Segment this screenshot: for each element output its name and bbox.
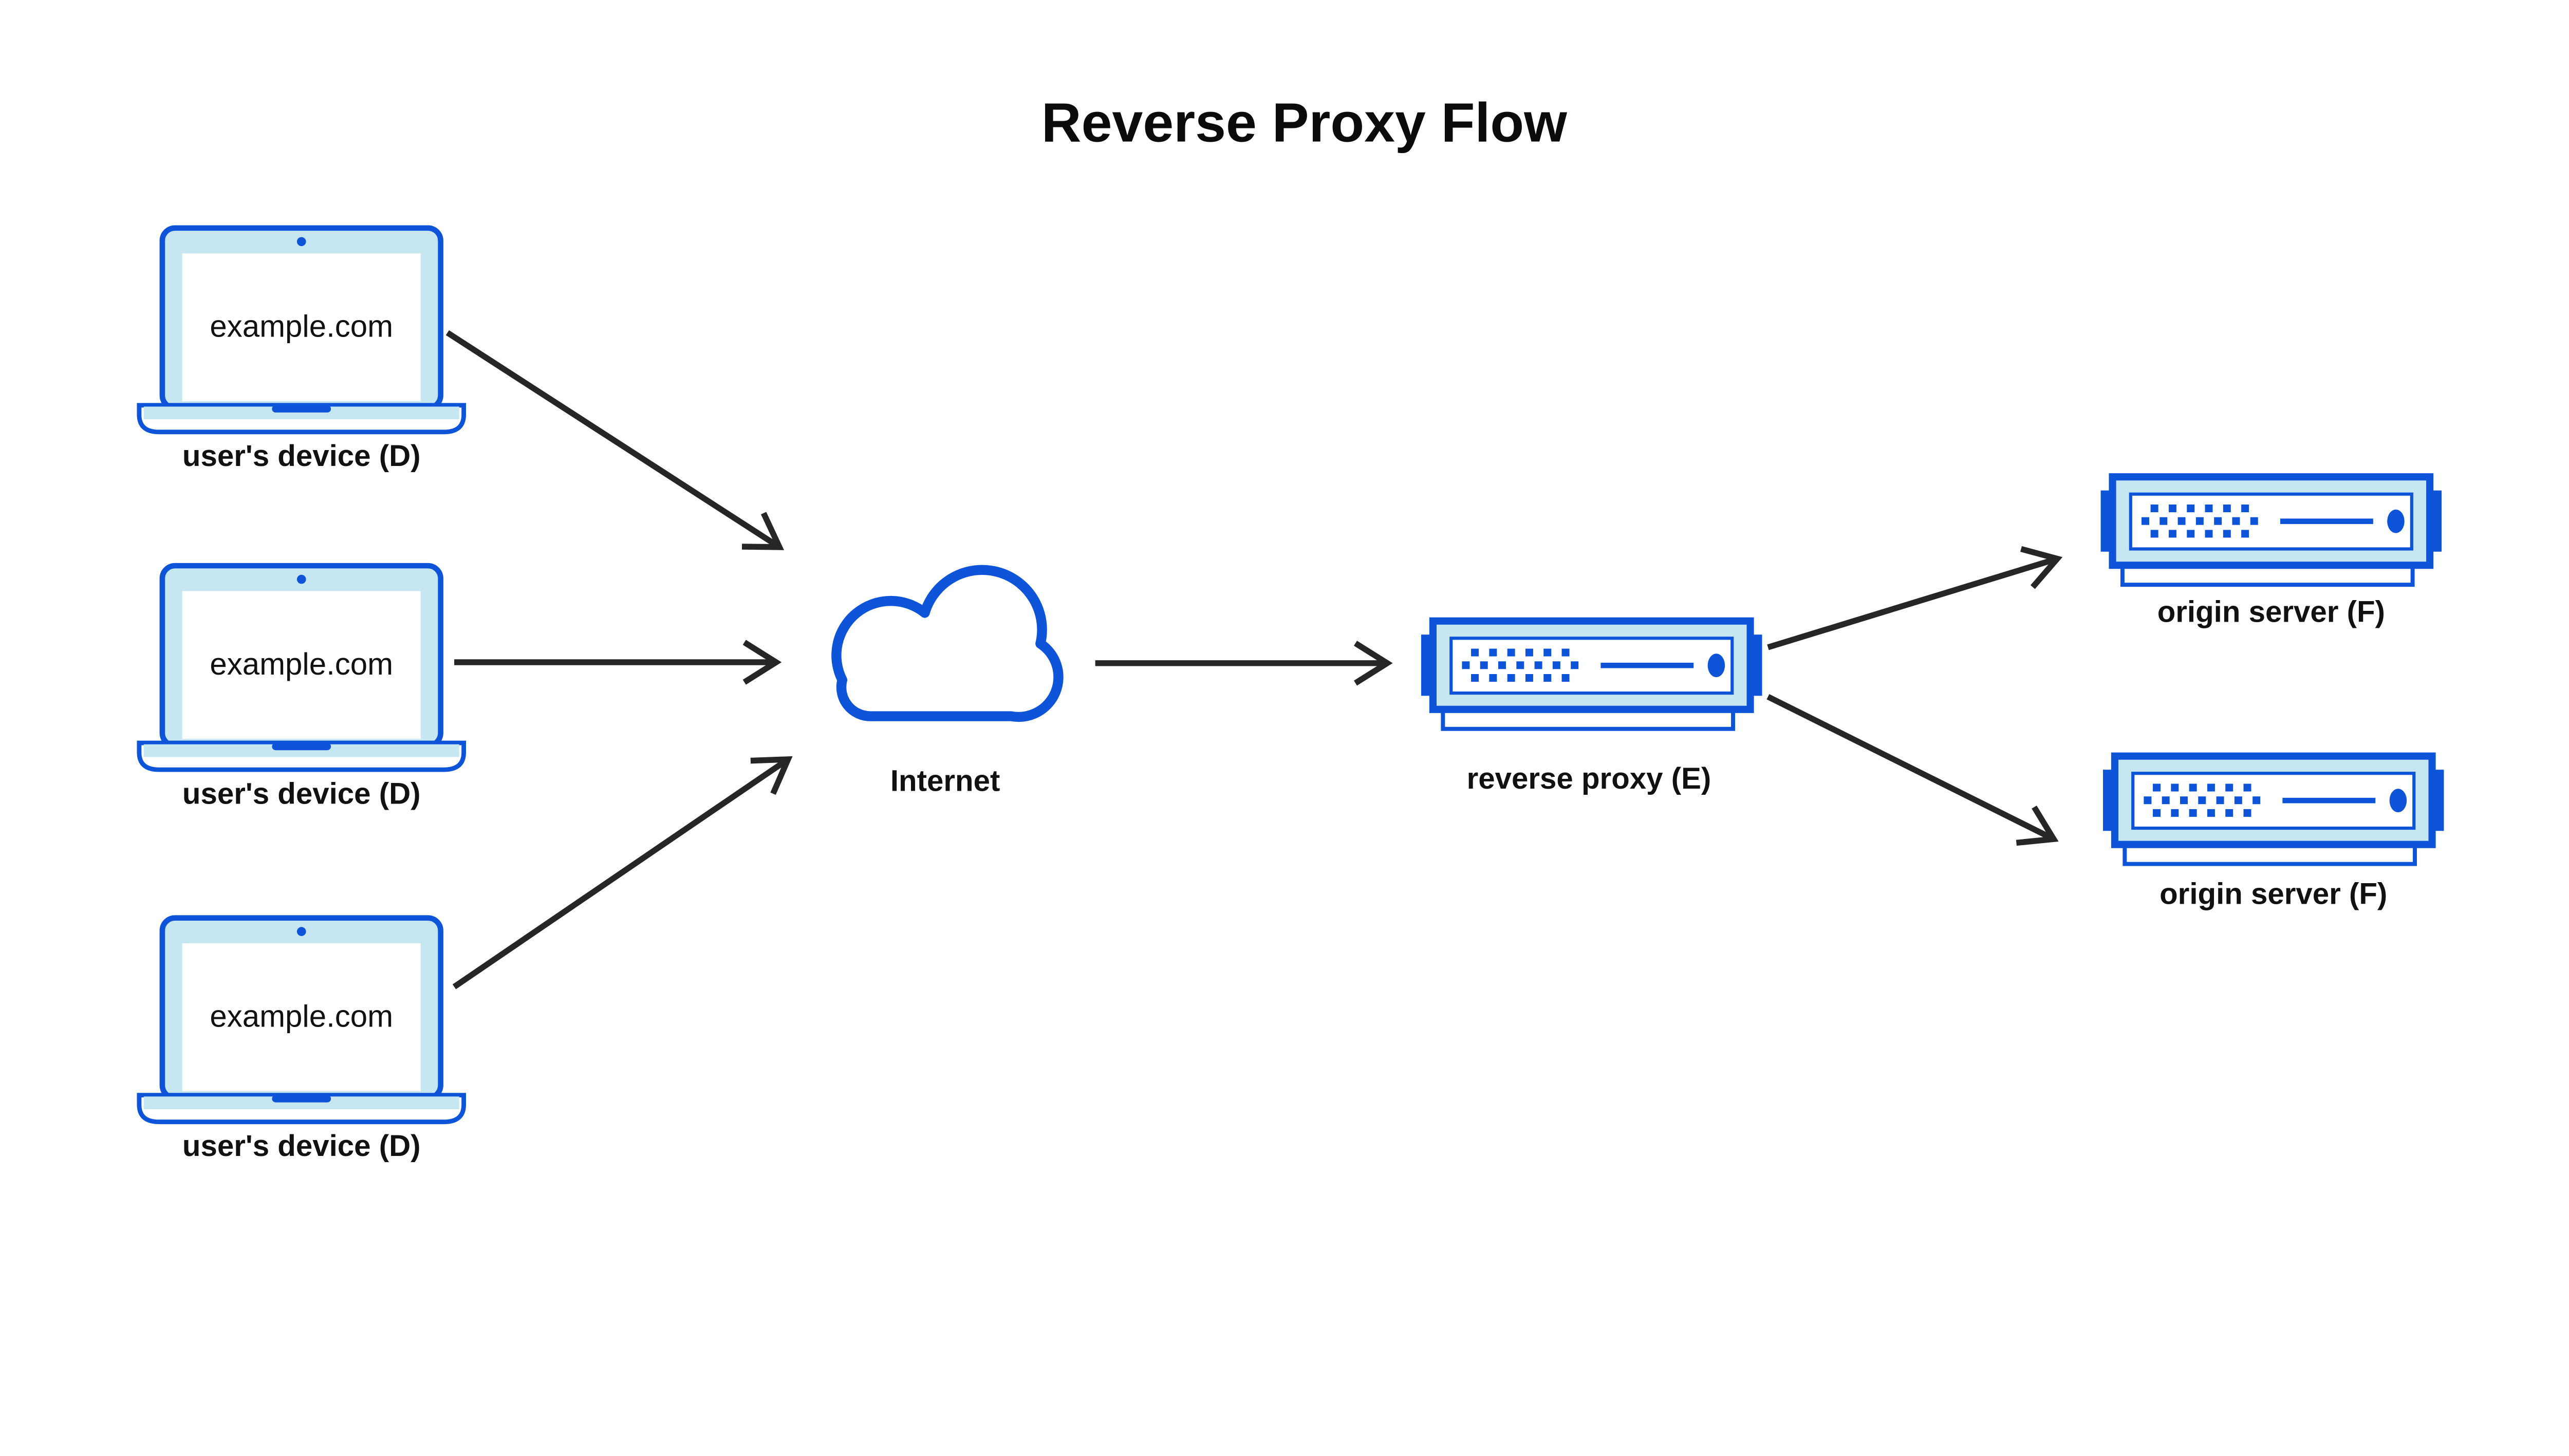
device-label: user's device (D) xyxy=(182,777,421,810)
device-screen-text: example.com xyxy=(210,999,393,1033)
reverse-proxy-label: reverse proxy (E) xyxy=(1467,762,1711,795)
device-label: user's device (D) xyxy=(182,1129,421,1163)
arrow-proxy-to-origin1 xyxy=(1767,546,2063,650)
arrow-proxy-to-origin2 xyxy=(1766,694,2059,846)
origin-server-label: origin server (F) xyxy=(2157,595,2385,629)
page-title: Reverse Proxy Flow xyxy=(1041,91,1567,153)
origin-server-label: origin server (F) xyxy=(2160,877,2387,910)
origin-server-1: origin server (F) xyxy=(2101,477,2442,629)
arrow-device1-to-internet xyxy=(445,330,785,550)
server-icon xyxy=(2103,756,2444,864)
server-icon xyxy=(2101,477,2442,585)
user-device-2: example.com user's device (D) xyxy=(139,566,464,810)
device-screen-text: example.com xyxy=(210,647,393,681)
device-label: user's device (D) xyxy=(182,439,421,473)
device-screen-text: example.com xyxy=(210,309,393,344)
arrow-device3-to-internet xyxy=(452,756,793,990)
internet-label: Internet xyxy=(890,764,1000,798)
origin-server-2: origin server (F) xyxy=(2103,756,2444,910)
server-icon xyxy=(1421,621,1762,729)
reverse-proxy-flow-diagram: Reverse Proxy Flow example.com user's de… xyxy=(136,91,2448,1163)
user-device-1: example.com user's device (D) xyxy=(139,228,464,473)
user-device-3: example.com user's device (D) xyxy=(139,918,464,1163)
cloud-icon xyxy=(831,565,1064,722)
internet-node: Internet xyxy=(831,565,1064,798)
reverse-proxy-node: reverse proxy (E) xyxy=(1421,621,1762,795)
